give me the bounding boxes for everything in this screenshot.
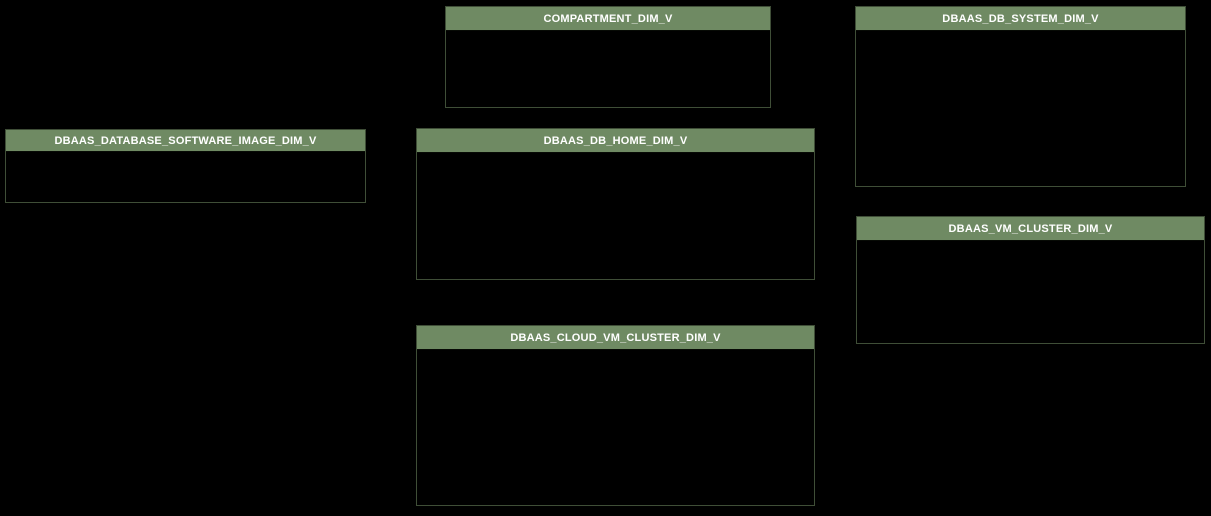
- entity-body: [6, 152, 365, 202]
- entity-body: [446, 31, 770, 107]
- entity-body: [417, 153, 814, 279]
- entity-title: DBAAS_DATABASE_SOFTWARE_IMAGE_DIM_V: [54, 134, 317, 147]
- entity-title: DBAAS_VM_CLUSTER_DIM_V: [948, 222, 1113, 235]
- entity-header-bar[interactable]: DBAAS_DB_HOME_DIM_V: [417, 129, 814, 153]
- entity-header-bar[interactable]: DBAAS_DATABASE_SOFTWARE_IMAGE_DIM_V: [6, 130, 365, 152]
- entity-dbaas-vm-cluster-dim-v[interactable]: DBAAS_VM_CLUSTER_DIM_V: [856, 216, 1205, 344]
- entity-body: [856, 31, 1185, 186]
- entity-header-bar[interactable]: DBAAS_DB_SYSTEM_DIM_V: [856, 7, 1185, 31]
- entity-dbaas-db-system-dim-v[interactable]: DBAAS_DB_SYSTEM_DIM_V: [855, 6, 1186, 187]
- entity-header-bar[interactable]: DBAAS_VM_CLUSTER_DIM_V: [857, 217, 1204, 241]
- entity-header-bar[interactable]: DBAAS_CLOUD_VM_CLUSTER_DIM_V: [417, 326, 814, 350]
- entity-body: [417, 350, 814, 505]
- entity-dbaas-database-software-image-dim-v[interactable]: DBAAS_DATABASE_SOFTWARE_IMAGE_DIM_V: [5, 129, 366, 203]
- entity-header-bar[interactable]: COMPARTMENT_DIM_V: [446, 7, 770, 31]
- entity-compartment-dim-v[interactable]: COMPARTMENT_DIM_V: [445, 6, 771, 108]
- entity-dbaas-db-home-dim-v[interactable]: DBAAS_DB_HOME_DIM_V: [416, 128, 815, 280]
- entity-title: DBAAS_CLOUD_VM_CLUSTER_DIM_V: [510, 331, 721, 344]
- entity-title: DBAAS_DB_HOME_DIM_V: [543, 134, 688, 147]
- entity-title: DBAAS_DB_SYSTEM_DIM_V: [942, 12, 1099, 25]
- entity-title: COMPARTMENT_DIM_V: [543, 12, 673, 25]
- entity-dbaas-cloud-vm-cluster-dim-v[interactable]: DBAAS_CLOUD_VM_CLUSTER_DIM_V: [416, 325, 815, 506]
- entity-body: [857, 241, 1204, 343]
